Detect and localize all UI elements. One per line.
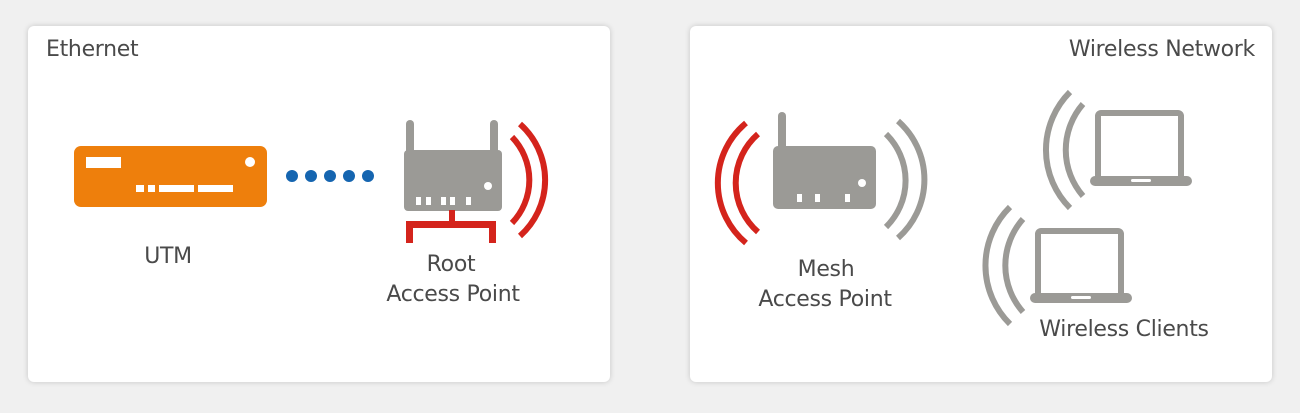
wireless-network-title: Wireless Network — [1068, 37, 1255, 62]
root-ap-label-line2: Access Point — [386, 282, 520, 307]
laptop-icon — [1090, 110, 1192, 186]
utm-label: UTM — [144, 244, 192, 269]
ethernet-title: Ethernet — [46, 37, 139, 62]
mesh-ap-label-line1: Mesh — [797, 257, 855, 282]
utm-device-icon — [74, 146, 267, 207]
client-signal-icon — [982, 89, 1086, 327]
root-signal-icon — [509, 121, 549, 239]
mesh-signal-right-icon — [883, 118, 928, 241]
ethernet-link-dots — [286, 170, 374, 182]
mesh-signal-left-icon — [714, 120, 761, 246]
laptop-icon — [1030, 228, 1132, 303]
root-access-point-icon — [404, 120, 502, 243]
wireless-clients-label: Wireless Clients — [1039, 317, 1209, 342]
root-ap-label-line1: Root — [426, 252, 476, 277]
mesh-ap-label-line2: Access Point — [758, 287, 892, 312]
mesh-access-point-icon — [773, 112, 876, 209]
